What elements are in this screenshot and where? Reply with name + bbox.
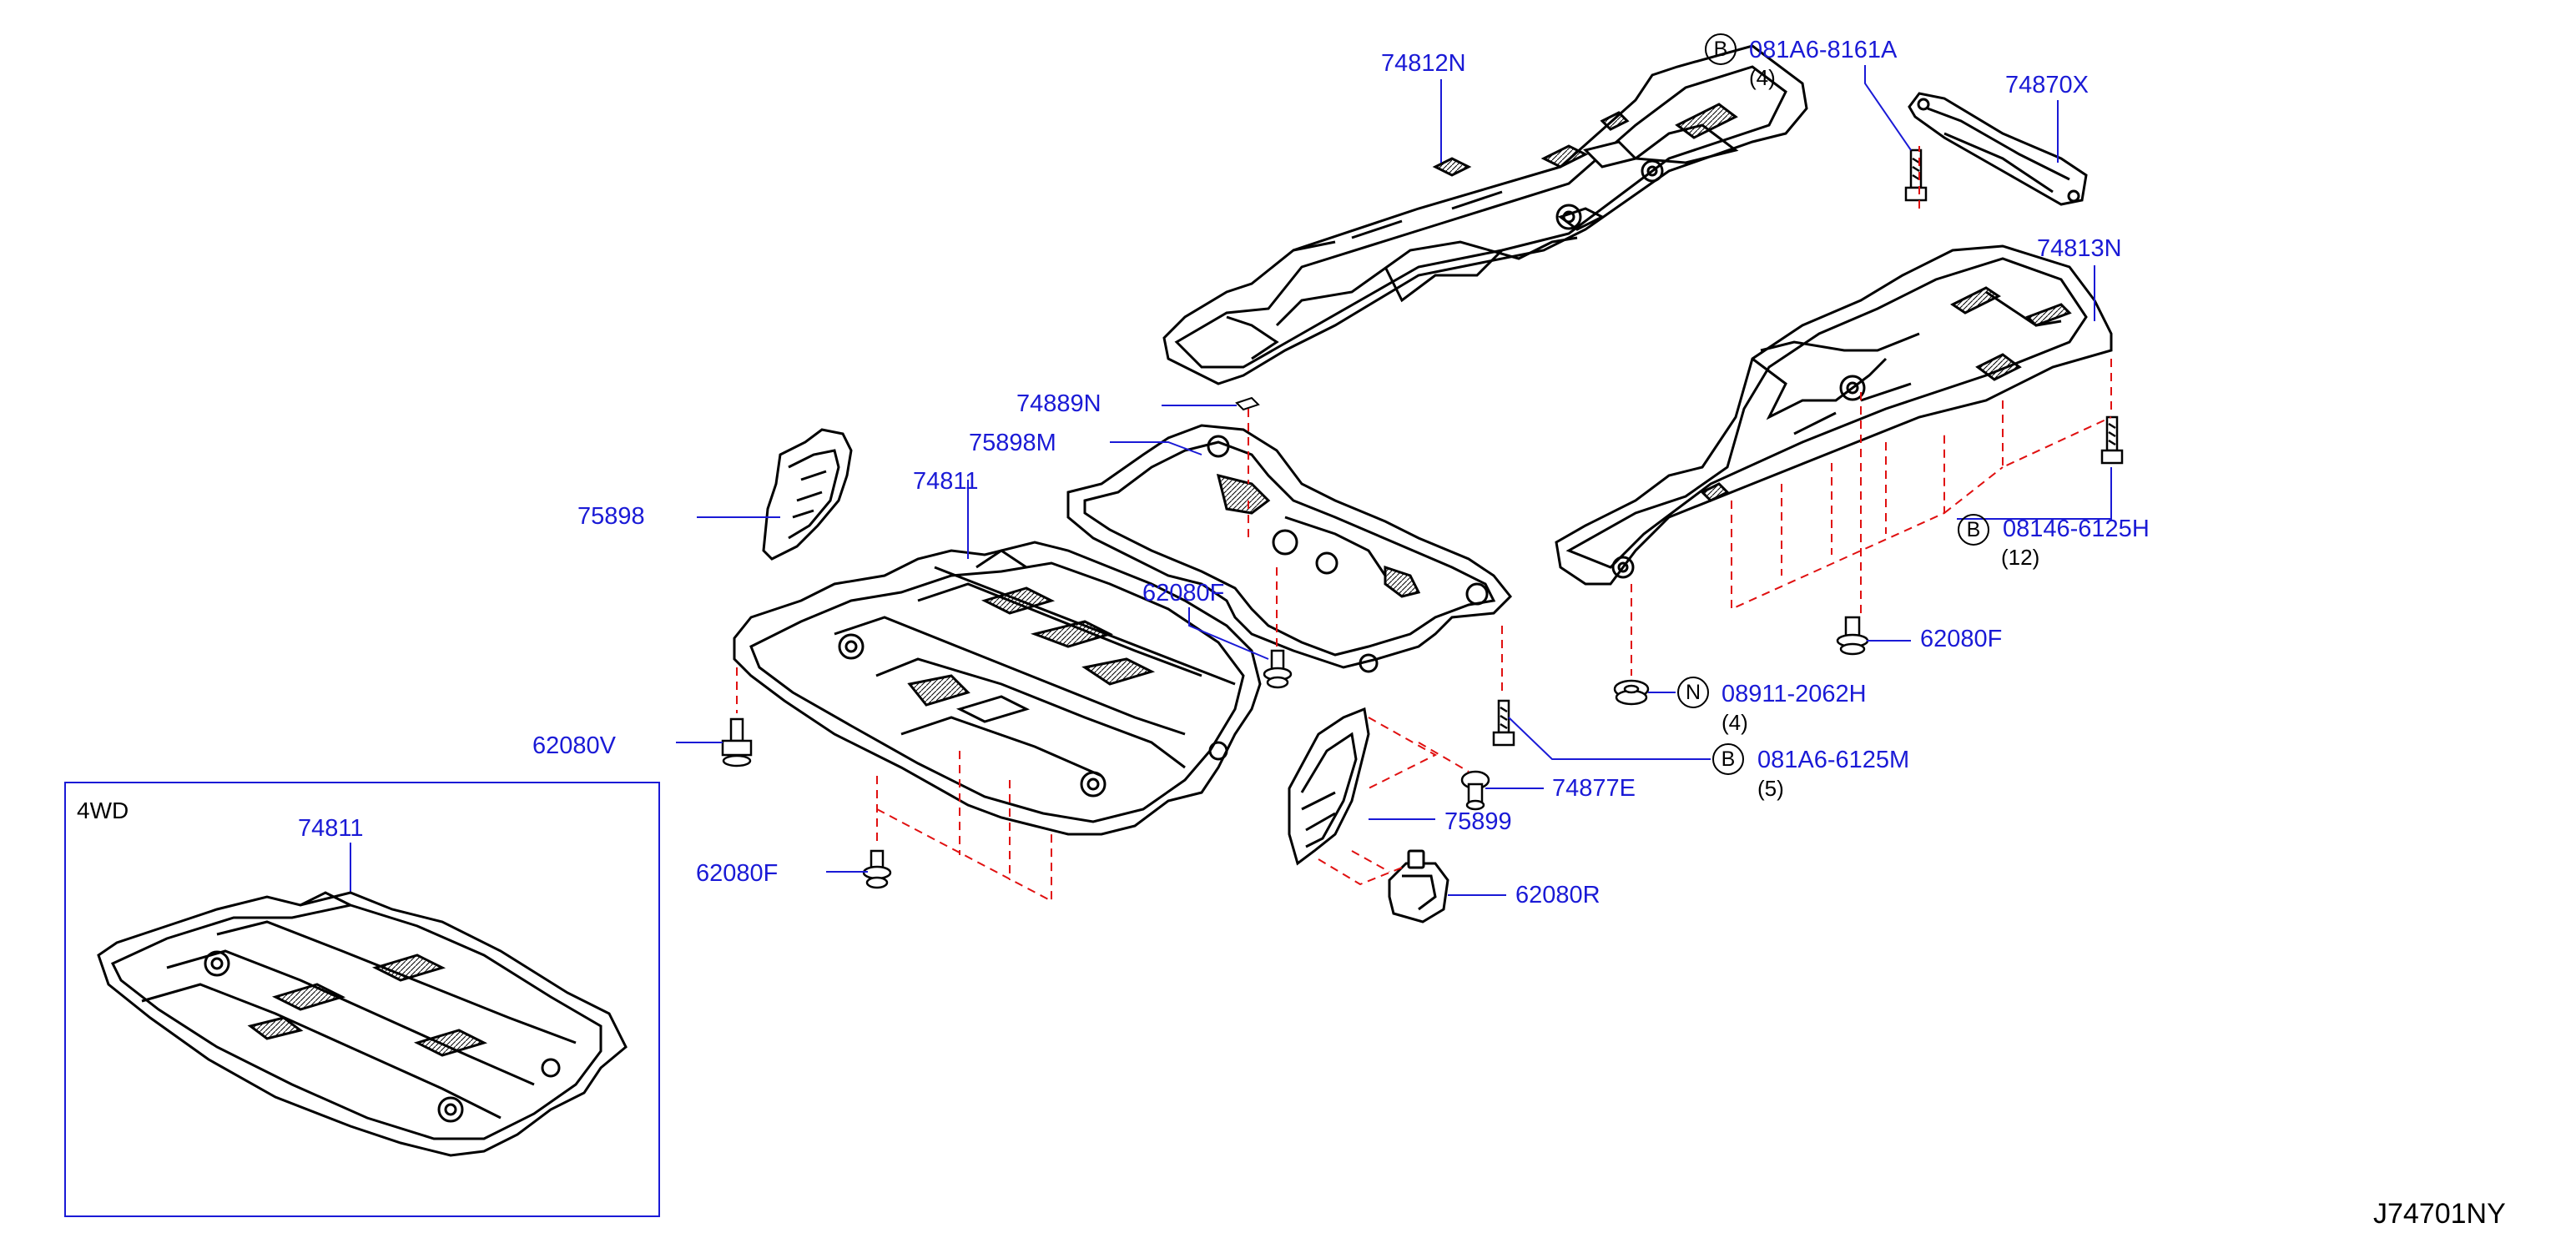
part-label-62080F-right[interactable]: 62080F xyxy=(1920,626,2003,652)
frame-75898M xyxy=(1066,424,1513,673)
bracket-74870X xyxy=(1908,92,2088,206)
clip-62080R xyxy=(1388,849,1449,923)
part-label-74812N[interactable]: 74812N xyxy=(1381,50,1466,77)
bolt-qty-081A6-8161A: (4) xyxy=(1749,65,1776,90)
undercover-74811-4wd xyxy=(97,891,628,1157)
bolt-label-081A6-6125M[interactable]: 081A6-6125M xyxy=(1757,747,1910,773)
part-label-75899[interactable]: 75899 xyxy=(1444,808,1512,835)
bolt-label-08146-6125H[interactable]: 08146-6125H xyxy=(2003,516,2150,542)
bracket-75899 xyxy=(1288,707,1370,866)
part-label-62080V[interactable]: 62080V xyxy=(532,732,616,759)
nut-qty-08911-2062H: (4) xyxy=(1722,710,1748,735)
inset-title: 4WD xyxy=(77,798,129,823)
part-label-62080F-center[interactable]: 62080F xyxy=(1142,580,1225,606)
bolt-qty-08146-6125H: (12) xyxy=(2001,545,2040,570)
part-label-75898[interactable]: 75898 xyxy=(577,503,645,530)
leader-lines xyxy=(350,65,2112,905)
part-label-62080R[interactable]: 62080R xyxy=(1515,882,1601,908)
guide-lines xyxy=(736,146,2112,903)
bolt-qty-081A6-6125M: (5) xyxy=(1757,776,1784,801)
part-label-75898M[interactable]: 75898M xyxy=(969,430,1056,456)
fasteners xyxy=(721,148,2124,889)
part-label-62080F-bottom[interactable]: 62080F xyxy=(696,860,779,887)
bolt-label-081A6-8161A[interactable]: 081A6-8161A xyxy=(1749,37,1898,63)
part-label-74811[interactable]: 74811 xyxy=(913,468,979,495)
inset-box xyxy=(64,782,660,1217)
part-label-74889N[interactable]: 74889N xyxy=(1016,390,1101,417)
patch-74889N xyxy=(1235,396,1260,411)
diagram-code: J74701NY xyxy=(2373,1198,2506,1230)
nut-label-08911-2062H[interactable]: 08911-2062H xyxy=(1722,681,1867,707)
bolt-prefix-081A6-6125M: B xyxy=(1712,743,1744,775)
part-label-74870X[interactable]: 74870X xyxy=(2005,72,2089,98)
bolt-prefix-08146-6125H: B xyxy=(1958,514,1989,546)
part-label-74811-4wd[interactable]: 74811 xyxy=(298,815,364,842)
undercover-74811 xyxy=(733,541,1262,836)
undercover-74812N xyxy=(1162,44,1808,385)
part-label-74877E[interactable]: 74877E xyxy=(1552,775,1636,802)
part-label-74813N[interactable]: 74813N xyxy=(2037,235,2122,262)
nut-prefix-08911-2062H: N xyxy=(1677,677,1709,708)
undercover-74813N xyxy=(1555,244,2113,586)
bolt-prefix-081A6-8161A: B xyxy=(1705,33,1737,65)
bracket-75898 xyxy=(762,428,853,561)
